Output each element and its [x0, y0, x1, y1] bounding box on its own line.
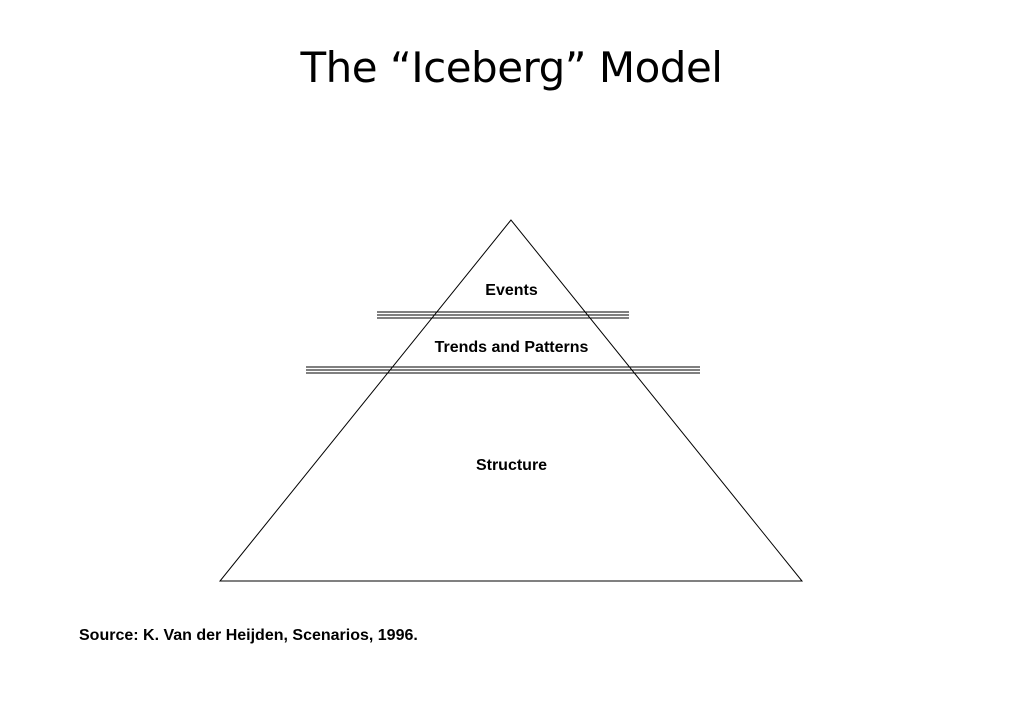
- trends-waterline: [306, 366, 700, 374]
- slide-title: The “Iceberg” Model: [300, 43, 723, 92]
- layer-label-structure: Structure: [475, 457, 548, 474]
- source-citation: Source: K. Van der Heijden, Scenarios, 1…: [79, 627, 418, 644]
- events-waterline: [377, 311, 629, 319]
- layer-label-trends-and-patterns: Trends and Patterns: [434, 339, 589, 356]
- layer-label-events: Events: [485, 282, 538, 299]
- iceberg-triangle: [218, 219, 804, 582]
